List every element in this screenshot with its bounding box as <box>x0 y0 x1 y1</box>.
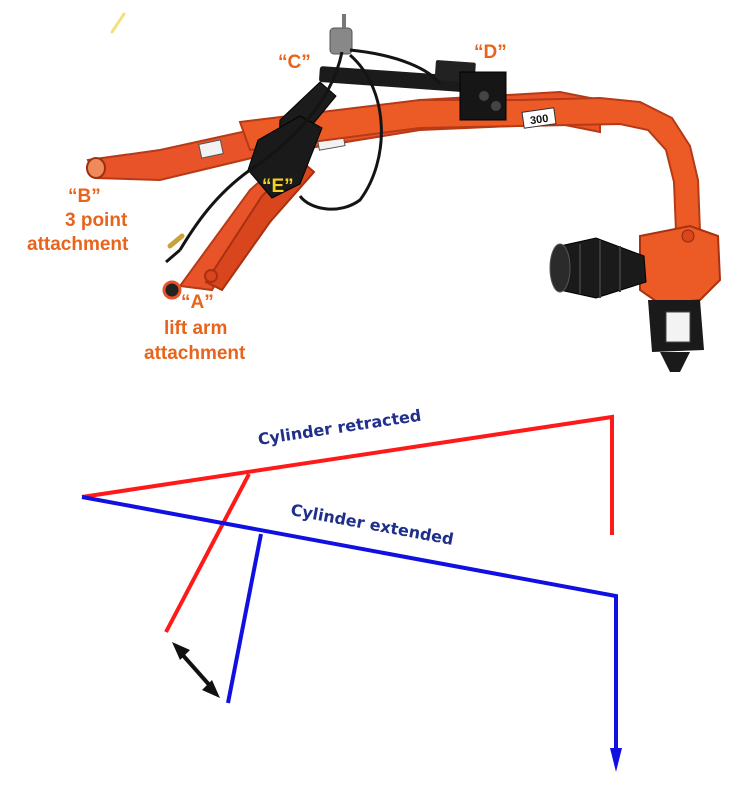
warning-decal <box>198 139 224 159</box>
label-a-line2: attachment <box>144 343 246 364</box>
hydraulic-hoses <box>165 48 442 264</box>
extended-lift-arm <box>226 533 263 704</box>
depth-arrow <box>610 748 622 772</box>
safety-decal <box>665 311 691 343</box>
label-a: “A” <box>181 292 214 313</box>
boom-number: 300 <box>529 113 549 127</box>
decor-mark <box>110 12 126 34</box>
drive-shaft-shield <box>549 237 647 299</box>
retracted-lift-arm <box>164 473 251 633</box>
label-b: “B” <box>68 186 101 207</box>
retracted-beam <box>81 414 614 535</box>
label-d: “D” <box>474 42 507 63</box>
cylinder-bracket <box>459 71 507 121</box>
label-b-line1: 3 point <box>65 210 128 231</box>
gearbox <box>639 224 722 372</box>
travel-arrow <box>172 642 220 698</box>
extended-beam <box>81 495 618 755</box>
label-c: “C” <box>278 52 311 73</box>
label-a-line1: lift arm <box>164 318 228 339</box>
label-b-line2: attachment <box>27 234 129 255</box>
label-e: “E” <box>262 176 294 197</box>
